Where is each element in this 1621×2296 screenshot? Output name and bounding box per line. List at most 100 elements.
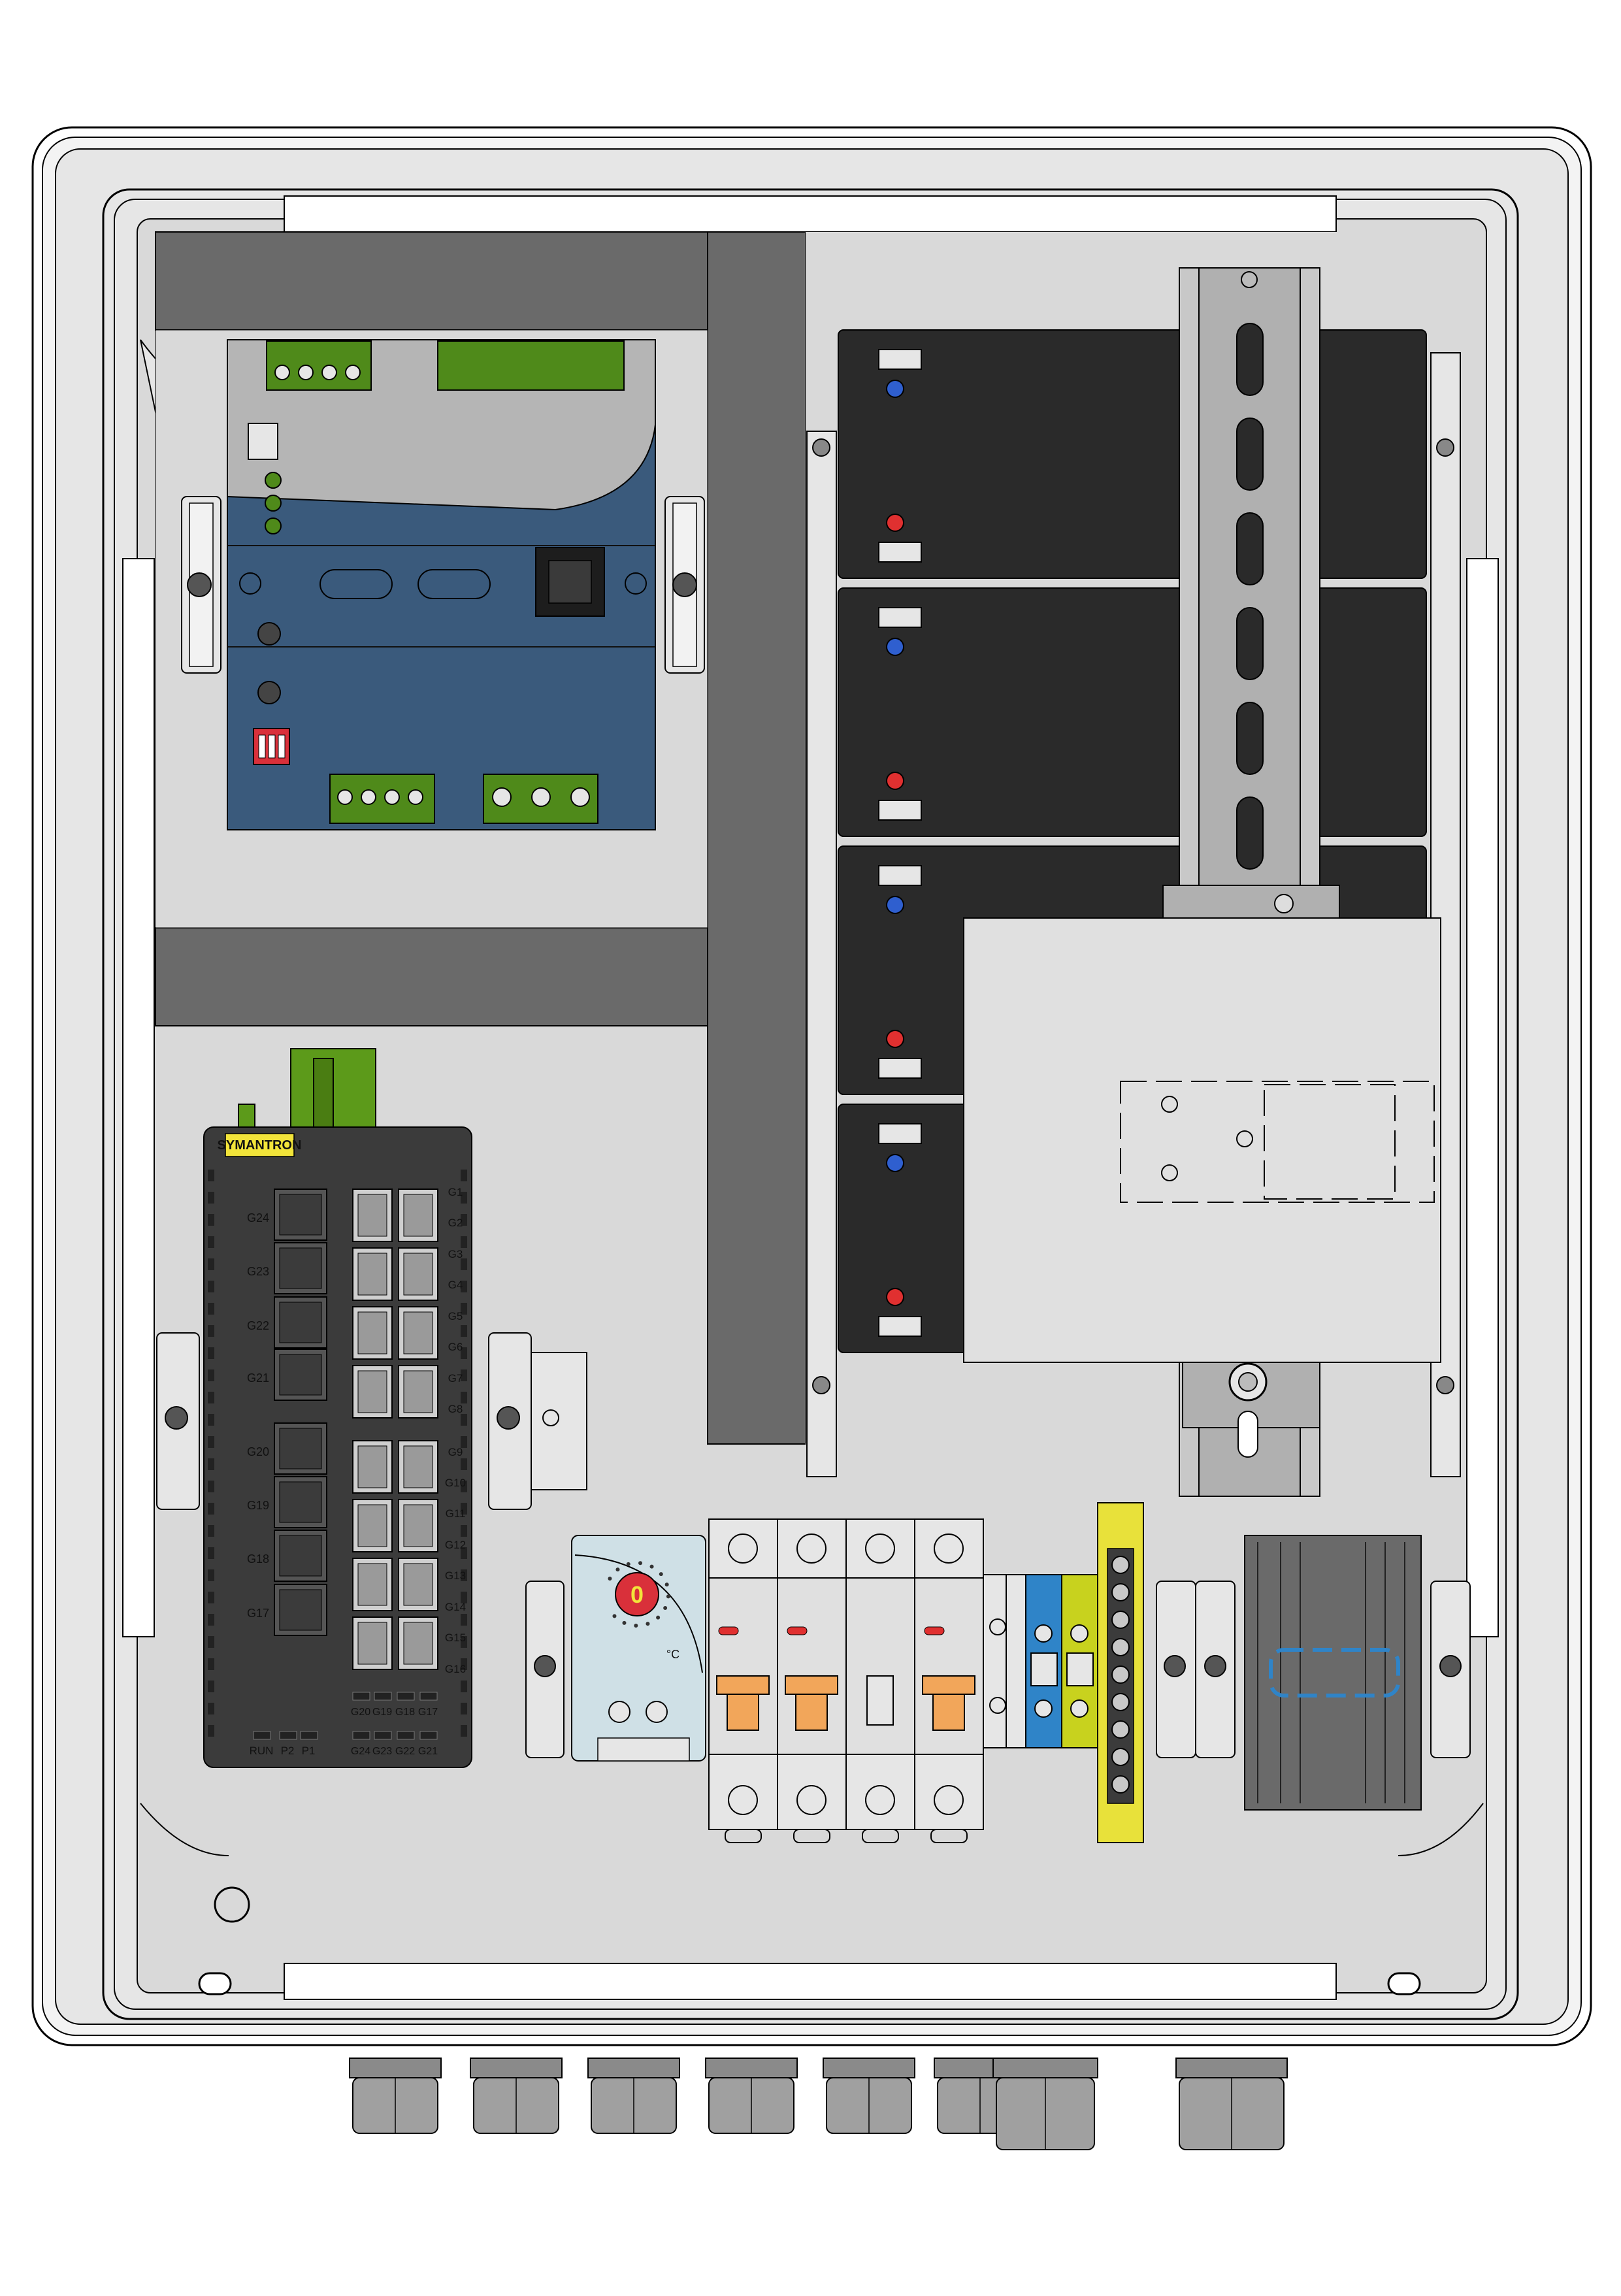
battery-negative: [886, 638, 904, 656]
port-led: [397, 1692, 415, 1701]
rj45-port-label: G16: [445, 1663, 466, 1675]
vent-slot: [461, 1392, 467, 1403]
busbar-screws: [1111, 1556, 1130, 1794]
sfp-port-slot: [279, 1535, 322, 1577]
scale-dot: [664, 1583, 669, 1587]
battery-terminal: [878, 1123, 922, 1144]
vent-slot: [208, 1281, 214, 1292]
battery-terminal: [878, 800, 922, 821]
rj45-port-label: G1: [448, 1186, 463, 1198]
rj45-port-socket: [403, 1622, 433, 1665]
rj45-port-label: G7: [448, 1372, 463, 1385]
vent-slot: [208, 1681, 214, 1692]
breaker-toggle: [795, 1694, 828, 1731]
rj45-port-label: G11: [446, 1507, 466, 1520]
sfp-port: G19: [247, 1476, 327, 1528]
vent-slot: [461, 1725, 467, 1737]
rj45-port: [352, 1365, 393, 1419]
din-clamp-left: [525, 1581, 565, 1758]
scale-dot: [622, 1620, 627, 1625]
switch-vents: [208, 1170, 467, 1737]
heater: [1244, 1535, 1422, 1811]
rj45-port-label: G4: [448, 1279, 463, 1291]
battery-positive: [886, 1288, 904, 1306]
vent-slot: [461, 1614, 467, 1626]
battery-negative: [886, 896, 904, 914]
vent-slot: [461, 1281, 467, 1292]
breaker-toggle: [727, 1694, 759, 1731]
vent-slot: [461, 1325, 467, 1337]
scale-dot: [638, 1561, 643, 1566]
vent-slot: [461, 1636, 467, 1648]
heater-fins: [1257, 1542, 1405, 1803]
sfp-port: G22: [247, 1296, 327, 1349]
din-rail-clamp-bottom: [1182, 1362, 1320, 1458]
vent-slot: [208, 1658, 214, 1670]
rail-slot: [1236, 512, 1264, 585]
thermostat-scale: [608, 1561, 670, 1628]
thermostat: 0 °C: [525, 1535, 706, 1762]
terminal-screw: [865, 1533, 895, 1564]
psu-terminal-bottom-right: [483, 774, 598, 824]
vent-slot: [208, 1214, 214, 1226]
vent-slot: [208, 1347, 214, 1359]
rj45-port-label: G14: [445, 1601, 466, 1613]
scale-dot: [612, 1614, 617, 1618]
vent-slot: [461, 1192, 467, 1204]
vent-slot: [208, 1369, 214, 1381]
vent-slot: [461, 1214, 467, 1226]
terminal-screw: [934, 1533, 964, 1564]
rj45-port-label: G15: [445, 1632, 466, 1644]
busbar-screw: [1111, 1748, 1130, 1766]
rail-slot: [1236, 607, 1264, 680]
rj45-port-socket: [357, 1194, 387, 1237]
rj45-port: [398, 1365, 438, 1419]
status-led-label: P2: [281, 1745, 295, 1757]
breaker-toggle: [932, 1694, 965, 1731]
port-led-label: G19: [372, 1707, 392, 1718]
rj45-port-socket: [403, 1311, 433, 1354]
thermostat-dial[interactable]: [615, 1572, 659, 1616]
scale-dot: [626, 1562, 630, 1566]
rj45-port-socket: [357, 1311, 387, 1354]
rj45-port: [352, 1616, 393, 1670]
cable-gland: [587, 2058, 680, 2134]
battery-terminal: [878, 1316, 922, 1337]
power-supply-unit: [181, 339, 705, 830]
rj45-port: [352, 1558, 393, 1611]
vent-slot: [461, 1658, 467, 1670]
port-led: [374, 1731, 392, 1740]
sfp-port: G20: [247, 1422, 327, 1475]
vent-slot: [208, 1614, 214, 1626]
din-clamp-right: [488, 1332, 587, 1510]
rj45-port: [352, 1499, 393, 1552]
battery-terminal: [878, 865, 922, 886]
terminal-screw: [728, 1785, 758, 1815]
rj45-port-socket: [357, 1622, 387, 1665]
busbar-screw: [1111, 1775, 1130, 1794]
battery: [838, 587, 1427, 837]
port-led: [397, 1731, 415, 1740]
rj45-port: [352, 1247, 393, 1301]
vent-slot: [461, 1569, 467, 1581]
vent-slot: [461, 1303, 467, 1315]
port-led-label: G18: [395, 1707, 415, 1718]
vent-slot: [461, 1458, 467, 1470]
vent-slot: [461, 1369, 467, 1381]
rj45-port-socket: [403, 1563, 433, 1606]
breaker-clip: [862, 1829, 899, 1843]
terminal-blue: [1025, 1574, 1062, 1748]
port-led: [419, 1692, 438, 1701]
vent-slot: [208, 1592, 214, 1603]
rj45-port: [398, 1558, 438, 1611]
rail-slots: [1236, 323, 1264, 870]
rj45-port-socket: [357, 1253, 387, 1296]
battery-positive: [886, 514, 904, 532]
cable-gland: [1175, 2058, 1288, 2150]
breaker-clip: [793, 1829, 830, 1843]
rail-slot: [1236, 418, 1264, 491]
rj45-port-label: G9: [448, 1446, 463, 1458]
rj45-port-label: G12: [445, 1539, 466, 1551]
